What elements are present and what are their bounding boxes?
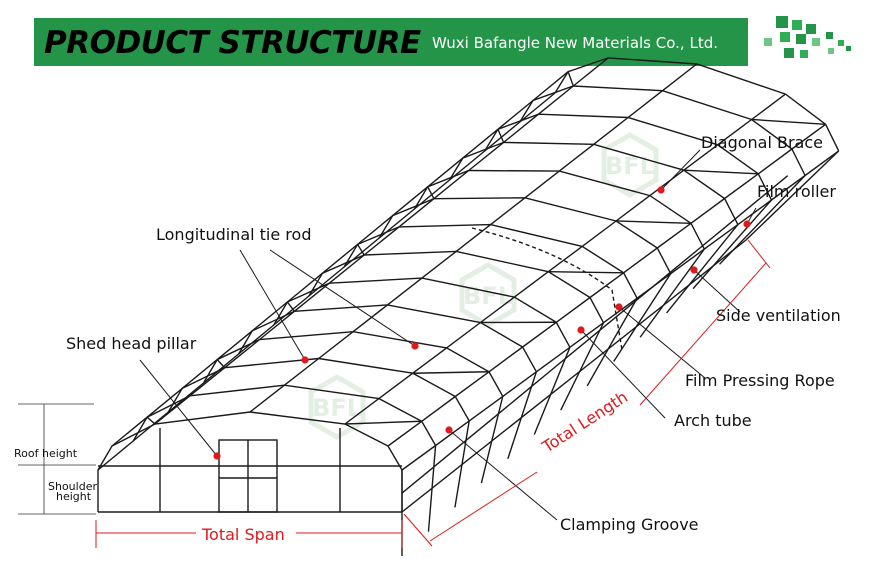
watermark-hexagon: [308, 374, 366, 440]
marker-dot-3: [301, 356, 309, 364]
watermark-text: BFL: [463, 282, 513, 310]
leader-line-6: [618, 306, 706, 379]
length-dim-high: [639, 262, 767, 406]
longitudinal-rod-6: [401, 150, 840, 471]
label-film-roller: Film roller: [757, 182, 836, 201]
page-title: PRODUCT STRUCTURE: [44, 25, 421, 61]
header-banner: [34, 18, 748, 66]
label-clamping-groove: Clamping Groove: [560, 515, 699, 534]
leader-line-2: [239, 249, 306, 361]
side-post-4: [507, 371, 538, 459]
label-shoulder-height-line2: height: [56, 490, 92, 503]
diagonal-brace-6: [356, 244, 365, 256]
side-post-6: [560, 322, 605, 411]
label-longitudinal-tie-rod: Longitudinal tie rod: [156, 225, 311, 244]
film-pressing-rope-line: [471, 227, 623, 351]
watermark-logo-icon: BFL: [308, 374, 366, 440]
marker-dot-4: [411, 342, 419, 350]
diagonal-brace-4: [286, 301, 296, 312]
arch-tube-9: [413, 169, 705, 250]
longitudinal-rod-2: [154, 57, 609, 425]
watermark-hexagon: [459, 262, 517, 328]
marker-dot-1: [743, 220, 751, 228]
leader-line-0: [660, 149, 701, 191]
marker-dot-7: [577, 326, 585, 334]
leader-line-7: [580, 329, 666, 419]
length-dim-low: [429, 471, 538, 542]
side-post-7: [586, 297, 638, 387]
label-total-length: Total Length: [538, 387, 631, 457]
diagonal-brace-2: [216, 359, 226, 369]
company-name: Wuxi Bafangle New Materials Co., Ltd.: [432, 34, 718, 52]
longitudinal-rod-5: [387, 123, 827, 447]
arch-tube-10: [448, 141, 739, 225]
watermark-logo-icon: BFL: [459, 262, 517, 328]
diagonal-brace-r-12: [751, 118, 826, 125]
diagonal-brace-r-0: [344, 420, 422, 425]
diagonal-brace-0: [146, 416, 156, 425]
label-film-pressing-rope: Film Pressing Rope: [685, 371, 835, 390]
diagonal-brace-r-8: [616, 220, 691, 224]
side-post-3: [480, 396, 504, 484]
right-ground-line: [401, 239, 747, 513]
length-tick-high: [747, 239, 771, 269]
label-diagonal-brace: Diagonal Brace: [701, 133, 823, 152]
longitudinal-rod-0: [97, 92, 556, 471]
marker-dot-5: [213, 452, 221, 460]
arch-tube-12: [519, 85, 806, 176]
side-vent-line: [401, 175, 789, 494]
watermark-logo-icon: BFL: [601, 132, 659, 198]
marker-dot-6: [615, 303, 623, 311]
side-post-9: [639, 248, 705, 338]
leader-line-8: [448, 429, 558, 521]
diagonal-brace-r-2: [412, 371, 489, 374]
leader-line-3: [269, 249, 416, 347]
greenhouse-frame: [97, 57, 840, 556]
label-arch-tube: Arch tube: [674, 411, 752, 430]
dimension-lines: [18, 239, 771, 548]
label-total-span: Total Span: [201, 525, 285, 544]
marker-dot-8: [445, 426, 453, 434]
label-shed-head-pillar: Shed head pillar: [66, 334, 197, 353]
leader-line-4: [139, 359, 218, 457]
side-post-10: [666, 224, 739, 314]
side-post-11: [692, 199, 773, 290]
label-roof-height: Roof height: [14, 447, 78, 460]
longitudinal-rod-4: [344, 93, 786, 425]
longitudinal-rod-3: [249, 63, 698, 413]
watermark-text: BFL: [605, 152, 655, 180]
side-post-5: [533, 347, 571, 435]
label-shoulder-height-line1: Shoulder: [48, 480, 97, 493]
side-post-8: [613, 273, 672, 362]
longitudinal-rod-1: [111, 71, 569, 447]
diagonal-brace-r-10: [683, 169, 759, 175]
arch-tube-6: [308, 250, 605, 324]
length-tick-low: [403, 513, 433, 547]
marker-dot-2: [690, 266, 698, 274]
diagonal-brace-8: [427, 186, 435, 200]
arch-tube-8: [378, 197, 672, 275]
watermark-hexagon: [601, 132, 659, 198]
diagonal-brace-12: [567, 71, 574, 87]
marker-dots: [213, 186, 751, 460]
label-side-ventilation: Side ventilation: [716, 306, 841, 325]
watermark-layer: BFL BFL BFL: [308, 132, 659, 440]
leader-line-5: [693, 269, 741, 313]
leader-lines: [139, 149, 757, 521]
diagonal-brace-10: [497, 128, 505, 143]
side-post-13: [745, 150, 840, 241]
watermark-text: BFL: [312, 394, 362, 422]
marker-dot-0: [657, 186, 665, 194]
